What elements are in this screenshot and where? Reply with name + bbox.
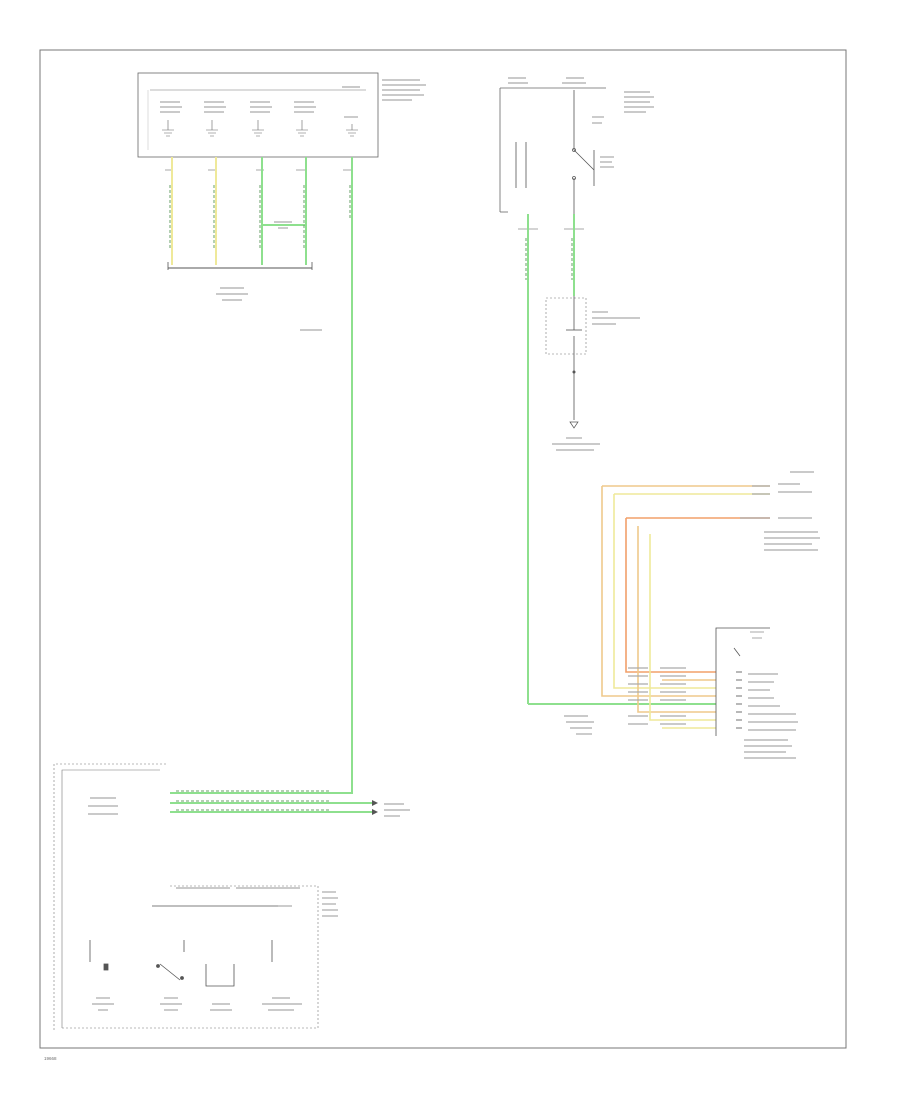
- figure-number: 19668: [44, 1056, 57, 1061]
- harness-connector-top-left: [167, 221, 322, 331]
- ecm-module-outline: [715, 627, 770, 736]
- bottom-left-arrow-connector: [372, 800, 410, 817]
- brake-pedal-switch: [545, 296, 640, 451]
- bottom-left-module: [53, 763, 168, 1030]
- top-right-wire-tags: [525, 238, 573, 280]
- accelerator-pedal-sensor-wires: [601, 485, 770, 729]
- ecm-connector-labels: [564, 471, 820, 759]
- top-right-fuse-block: [499, 77, 654, 230]
- top-left-wire-tags: [169, 185, 351, 250]
- top-left-module: [137, 72, 426, 171]
- top-right-wires: [527, 214, 716, 705]
- cruise-control-switch: [62, 885, 338, 1029]
- bottom-left-wires: [170, 790, 372, 813]
- top-left-wires: [171, 157, 353, 790]
- diagram-frame: [39, 49, 847, 1049]
- bottom-left-wire-tags: [176, 790, 330, 811]
